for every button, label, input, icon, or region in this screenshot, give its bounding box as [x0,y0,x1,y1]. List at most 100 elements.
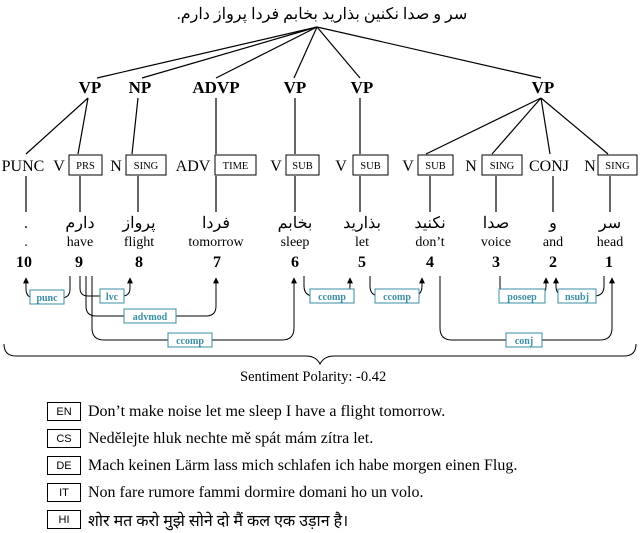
phrase-advp: ADVP [192,78,239,97]
language-code-badge: IT [47,483,81,502]
token-index: 1 [605,254,613,271]
token-index: 9 [75,254,83,271]
pos-label: V [402,158,414,175]
persian-words: . دارم پرواز فردا بخابم بذارید نکنید صدا… [24,215,621,232]
persian-word: بذارید [343,215,381,232]
persian-word: فردا [202,215,230,232]
english-gloss: tomorrow [188,235,244,250]
tag-label: SUB [425,161,445,172]
english-gloss: flight [124,235,154,250]
pos-label: N [584,158,596,175]
persian-word: دارم [65,215,94,232]
pos-label: N [110,158,122,175]
translation-row-it: IT Non fare rumore fammi dormire domani … [47,479,637,506]
tree-edges [25,26,611,212]
translation-text: Don’t make noise let me sleep I have a f… [88,402,446,420]
english-gloss: and [543,235,563,250]
token-index: 10 [16,254,32,271]
english-gloss: have [67,235,93,250]
pos-label: PUNC [2,158,45,175]
token-index: 8 [135,254,143,271]
translation-text: Mach keinen Lärm lass mich schlafen ich … [88,456,518,474]
tag-label: SUB [292,161,312,172]
phrase-vp-3: VP [351,78,374,97]
dep-label: posoep [507,292,537,303]
phrase-labels: VP NP ADVP VP VP VP [79,78,555,97]
dep-label-box [99,288,125,304]
sentiment-label: Sentiment Polarity: -0.42 [240,369,386,385]
persian-word: سر [598,215,621,232]
dep-label-box [309,288,355,304]
persian-sentence: سر و صدا نکنین بذارید بخابم فردا پرواز د… [177,6,468,23]
pos-label: CONJ [529,158,569,175]
tag-box [352,154,389,176]
translation-row-hi: HI शोर मत करो मुझे सोने दो मैं कल एक उड़… [47,506,637,533]
phrase-vp-4: VP [532,78,555,97]
language-code-badge: DE [47,456,81,475]
dep-label: lvc [106,292,119,303]
token-index: 7 [213,254,221,271]
token-index: 3 [492,254,500,271]
tag-box [481,154,523,176]
tag-box [597,154,638,176]
dependency-parse-diagram: سر و صدا نکنین بذارید بخابم فردا پرواز د… [2,6,638,385]
dep-label: ccomp [176,336,204,347]
english-gloss: sleep [281,235,310,250]
token-indices: 10 9 8 7 6 5 4 3 2 1 [16,254,613,271]
pos-label: V [53,158,65,175]
english-gloss: head [597,235,623,250]
tag-label: SUB [360,161,380,172]
pos-label: V [270,158,282,175]
phrase-np: NP [129,78,152,97]
dep-label-box [374,288,420,304]
translation-text: Nedělejte hluk nechte mě spát mám zítra … [88,429,374,447]
tag-box [68,154,103,176]
english-gloss: . [24,235,28,250]
persian-word: صدا [483,215,509,232]
phrase-vp-2: VP [284,78,307,97]
dep-label-box [505,332,543,348]
dep-label-box [123,308,177,324]
persian-word: . [24,215,28,232]
dep-label: punc [36,293,58,304]
pos-label: ADV [176,158,211,175]
dep-label: conj [515,336,533,347]
tag-box [125,154,167,176]
pos-row: PUNC V PRS N SING ADV TIME V SUB V SUB V… [2,154,638,176]
tag-box [214,154,257,176]
translation-text: शोर मत करो मुझे सोने दो मैं कल एक उड़ान … [88,512,349,530]
tag-label: SING [605,161,630,172]
sentiment-value: -0.42 [356,369,386,385]
token-index: 5 [358,254,366,271]
pos-label: N [465,158,477,175]
english-gloss: voice [481,235,511,250]
dep-label-box [498,288,546,304]
token-index: 2 [549,254,557,271]
language-code-badge: EN [47,402,81,421]
language-code-badge: HI [47,510,81,529]
tag-box [285,154,320,176]
dep-arc-conj [439,276,615,341]
english-gloss: let [355,235,369,250]
translation-row-en: EN Don’t make noise let me sleep I have … [47,398,637,425]
phrase-vp-1: VP [79,78,102,97]
translation-row-cs: CS Nedělejte hluk nechte mě spát mám zít… [47,425,637,452]
sentiment-brace [3,343,637,366]
persian-word: و [548,215,557,232]
tag-label: SING [134,161,159,172]
persian-word: بخابم [278,215,313,232]
tag-label: PRS [76,161,95,172]
tag-label: SING [490,161,515,172]
dep-label: nsubj [565,292,589,303]
token-index: 4 [426,254,434,271]
tag-box [417,154,454,176]
dep-label-box [167,332,213,348]
dep-label: ccomp [383,292,411,303]
language-code-badge: CS [47,429,81,448]
dependency-arcs [23,276,615,341]
english-gloss: don’t [415,235,444,250]
dependency-labels: punc lvc advmod ccomp ccomp ccomp posoep… [29,288,597,348]
translation-row-de: DE Mach keinen Lärm lass mich schlafen i… [47,452,637,479]
dep-arc-ccomp-9-6 [91,276,297,341]
pos-label: V [335,158,347,175]
